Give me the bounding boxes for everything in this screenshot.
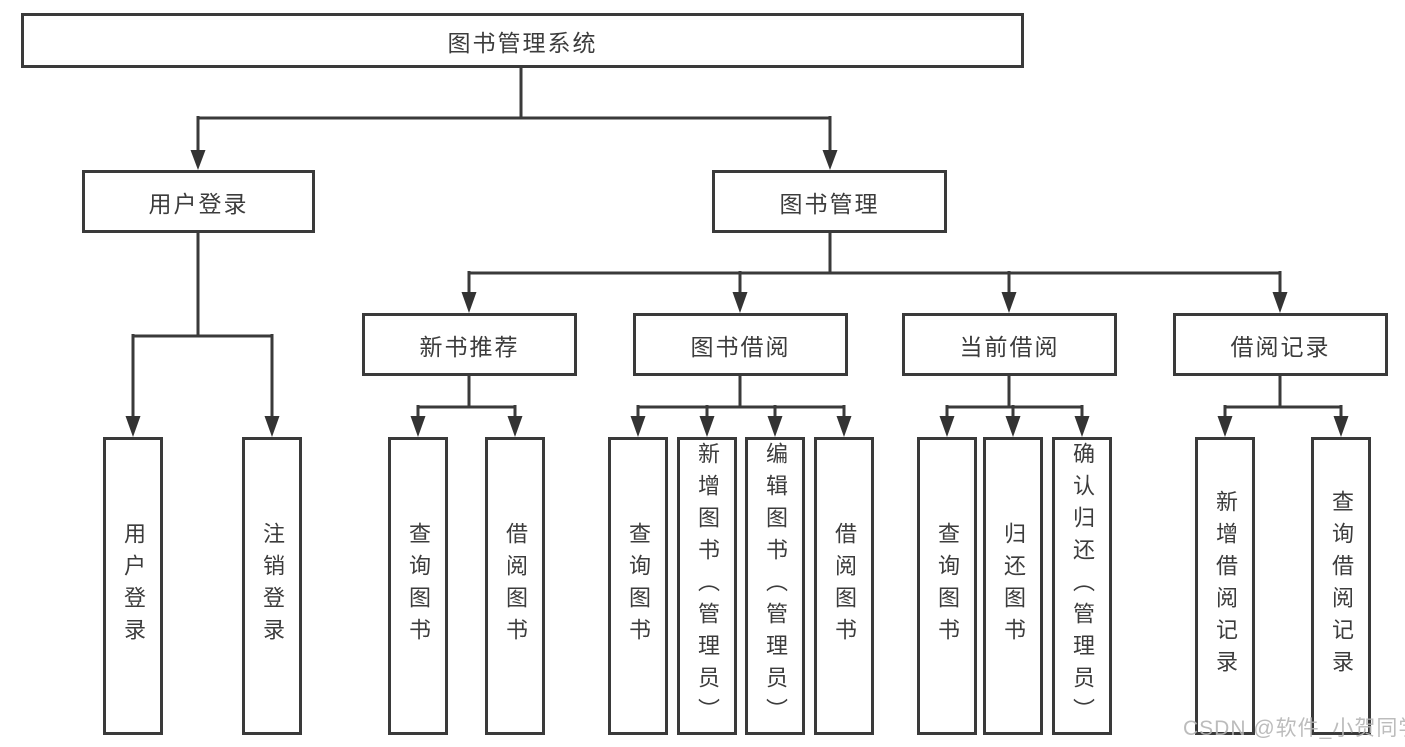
connector-borrowing-records-children [1217, 376, 1349, 437]
arrow-down-icon [1217, 416, 1233, 437]
arrow-down-icon [1074, 416, 1090, 437]
connector-current-borrowing-children [939, 376, 1090, 437]
leaf-user-login: 用户登录 [103, 437, 163, 735]
node-new-book-recommendation: 新书推荐 [362, 313, 577, 376]
leaf-borrow-query-books: 查询图书 [608, 437, 668, 735]
arrow-down-icon [507, 416, 523, 437]
leaf-newbook-query-books: 查询图书 [388, 437, 448, 735]
arrow-down-icon [836, 416, 852, 437]
arrow-down-icon [461, 292, 477, 313]
arrow-down-icon [1333, 416, 1349, 437]
node-book-management: 图书管理 [712, 170, 947, 233]
leaf-current-confirm-return-admin: 确认归还（管理员） [1052, 437, 1112, 735]
leaf-borrow-borrow-books: 借阅图书 [814, 437, 874, 735]
leaf-current-return-books: 归还图书 [983, 437, 1043, 735]
arrow-down-icon [125, 416, 141, 437]
connector-book-borrowing-children [630, 376, 852, 437]
arrow-down-icon [699, 416, 715, 437]
node-root: 图书管理系统 [21, 13, 1024, 68]
leaf-newbook-borrow-books: 借阅图书 [485, 437, 545, 735]
arrow-down-icon [1005, 416, 1021, 437]
node-borrowing-records: 借阅记录 [1173, 313, 1388, 376]
arrow-down-icon [264, 416, 280, 437]
watermark: CSDN @软件_小贺同学 [1183, 717, 1405, 740]
node-current-borrowing: 当前借阅 [902, 313, 1117, 376]
node-user-login: 用户登录 [82, 170, 315, 233]
connector-book-management-to-level3 [461, 233, 1288, 313]
arrow-down-icon [1272, 292, 1288, 313]
arrow-down-icon [767, 416, 783, 437]
leaf-records-query-record: 查询借阅记录 [1311, 437, 1371, 735]
connector-new-book-children [410, 376, 523, 437]
arrow-down-icon [732, 292, 748, 313]
leaf-borrow-edit-books-admin: 编辑图书（管理员） [745, 437, 805, 735]
leaf-current-query-books: 查询图书 [917, 437, 977, 735]
leaf-borrow-add-books-admin: 新增图书（管理员） [677, 437, 737, 735]
arrow-down-icon [190, 150, 206, 170]
arrow-down-icon [410, 416, 426, 437]
leaf-logout: 注销登录 [242, 437, 302, 735]
arrow-down-icon [822, 150, 838, 170]
connector-root-to-level2 [190, 68, 838, 170]
leaf-records-add-record: 新增借阅记录 [1195, 437, 1255, 735]
arrow-down-icon [939, 416, 955, 437]
arrow-down-icon [1001, 292, 1017, 313]
connector-user-login-children [125, 233, 280, 437]
node-book-borrowing: 图书借阅 [633, 313, 848, 376]
arrow-down-icon [630, 416, 646, 437]
